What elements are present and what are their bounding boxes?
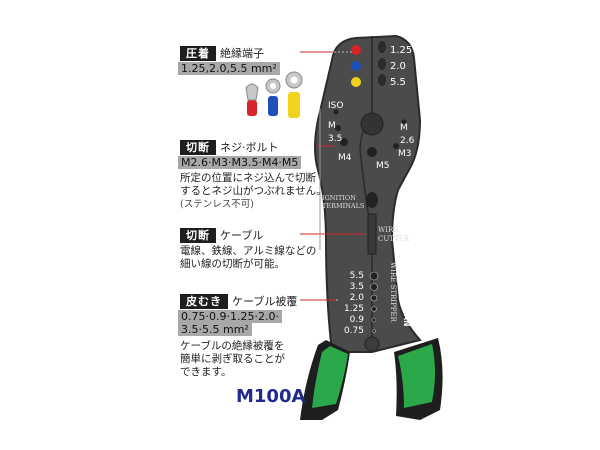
crimp-size-label-0: 1.25 bbox=[390, 45, 413, 56]
terminal-red bbox=[245, 83, 259, 116]
crimp-spec: 1.25,2.0,5.5 mm² bbox=[178, 62, 280, 75]
stripper-size-label: 5.5 bbox=[349, 271, 364, 281]
stripper-size-label: 1.25 bbox=[343, 304, 364, 314]
stripper-size-label: 2.0 bbox=[349, 293, 364, 303]
section-crimp-heading: 圧着絶縁端子 bbox=[180, 46, 264, 61]
bolt-label-iso: ISO bbox=[328, 101, 344, 111]
terminal-yellow bbox=[285, 71, 303, 118]
strip-spec-2: 3.5·5.5 mm² bbox=[178, 323, 252, 336]
strip-title: ケーブル被覆 bbox=[232, 295, 298, 308]
stripper-hole bbox=[370, 294, 378, 302]
cable-title: ケーブル bbox=[220, 229, 264, 242]
stripper-hole bbox=[372, 329, 376, 333]
screw-note-3: (ステンレス不可) bbox=[180, 199, 254, 210]
section-screw-heading: 切断ネジ·ボルト bbox=[180, 140, 279, 155]
strip-spec-1: 0.75·0.9·1.25·2.0· bbox=[178, 310, 282, 323]
engraving-wire-stripper: WIRE STRIPPER bbox=[389, 262, 397, 322]
bolt-hole-iso bbox=[333, 109, 339, 115]
bolt-label-m3: M3 bbox=[398, 149, 412, 159]
cable-note-1: 電線、鉄線、アルミ線などの bbox=[180, 245, 317, 257]
bolt-hole-m3 bbox=[393, 143, 399, 149]
crimp-dot-red bbox=[351, 45, 361, 55]
section-strip-heading: 皮むきケーブル被覆 bbox=[180, 294, 297, 309]
bolt-label-m5: M5 bbox=[376, 161, 390, 171]
stripper-hole bbox=[369, 271, 379, 281]
section-cable-heading: 切断ケーブル bbox=[180, 228, 263, 243]
engraving-ignition-terminals: IGNITION TERMINALS bbox=[322, 194, 365, 210]
wire-cutter-blade bbox=[367, 213, 377, 255]
strip-note-2: 簡単に剥ぎ取ることが bbox=[180, 353, 285, 365]
stripper-hole bbox=[371, 317, 377, 323]
crimp-size-label-2: 5.5 bbox=[390, 77, 406, 88]
engraving-wire-cutter: WIRE CUTTER bbox=[378, 226, 410, 243]
right-grip-green bbox=[398, 344, 435, 408]
stripper-size-label: 0.9 bbox=[349, 315, 364, 325]
pivot-screw bbox=[364, 336, 380, 352]
model-name: M100A bbox=[236, 386, 306, 407]
bolt-label-m3-5: M 3.5 bbox=[328, 121, 343, 144]
tag-crimp: 圧着 bbox=[180, 46, 216, 61]
stripper-hole bbox=[370, 283, 378, 291]
stripper-holes bbox=[369, 271, 379, 333]
crimp-title: 絶縁端子 bbox=[220, 47, 264, 60]
bolt-hole-large bbox=[360, 112, 384, 136]
insulated-terminals bbox=[245, 71, 303, 118]
stripper-size-label: 3.5 bbox=[349, 282, 364, 292]
bolt-label-m2-6: M 2.6 bbox=[400, 123, 415, 146]
bolt-hole-m2-6 bbox=[401, 119, 407, 125]
stripper-size-label: 0.75 bbox=[343, 326, 364, 336]
strip-note-1: ケーブルの絶縁被覆を bbox=[180, 340, 285, 352]
cable-note-2: 細い線の切断が可能。 bbox=[180, 258, 285, 270]
screw-title: ネジ·ボルト bbox=[220, 141, 279, 154]
terminal-blue bbox=[265, 78, 281, 116]
tag-cable-cut: 切断 bbox=[180, 228, 216, 243]
screw-spec: M2.6·M3·M3.5·M4·M5 bbox=[178, 156, 302, 169]
tool-head bbox=[314, 34, 422, 353]
stripper-hole bbox=[371, 306, 377, 312]
engraving-made-in-japan: MADE IN JAPAN bbox=[402, 262, 411, 327]
left-grip-green bbox=[312, 346, 348, 408]
crimp-size-label-1: 2.0 bbox=[390, 61, 406, 72]
bolt-hole-m5 bbox=[367, 147, 377, 157]
bolt-label-m4: M4 bbox=[338, 153, 352, 163]
tag-screw-cut: 切断 bbox=[180, 140, 216, 155]
crimp-dot-yellow bbox=[351, 77, 361, 87]
ignition-terminal-hole bbox=[366, 192, 378, 208]
screw-note-2: するとネジ山がつぶれません。 bbox=[180, 185, 327, 197]
crimp-dot-blue bbox=[351, 61, 361, 71]
tag-strip: 皮むき bbox=[180, 294, 228, 309]
bolt-hole-m3-5 bbox=[335, 125, 341, 131]
strip-note-3: できます。 bbox=[180, 366, 232, 378]
bolt-hole-m4 bbox=[340, 138, 348, 146]
screw-note-1: 所定の位置にネジ込んで切断 bbox=[180, 172, 316, 184]
